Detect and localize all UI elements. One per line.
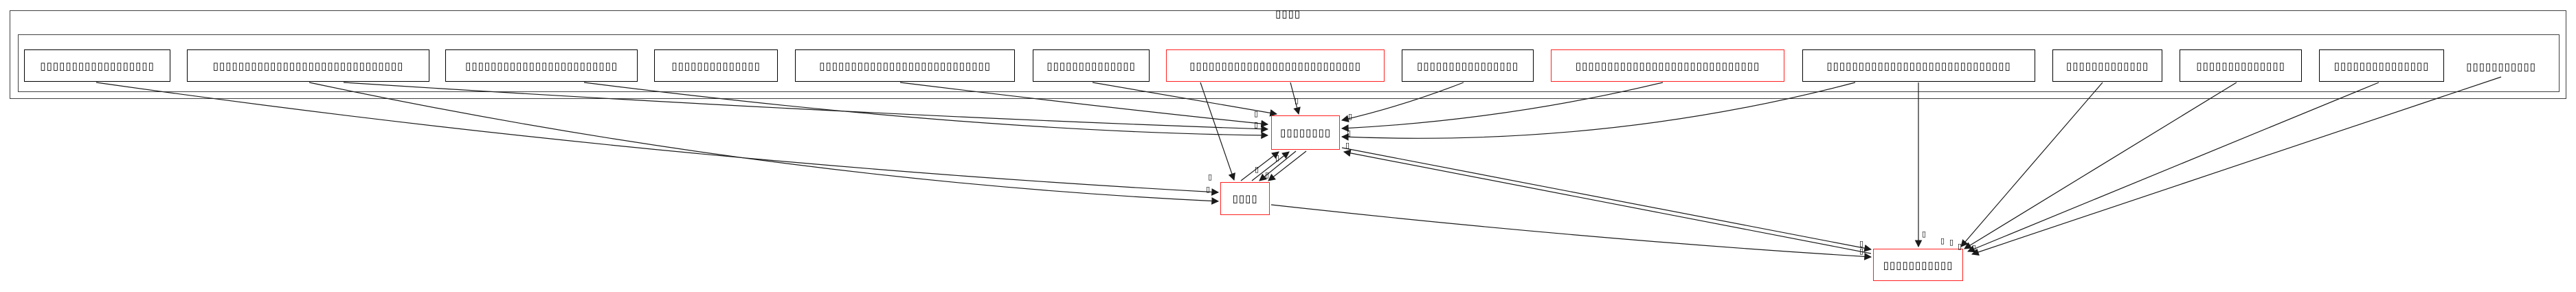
edge-A-to-B: [1259, 150, 1297, 181]
cluster-outer-box: [10, 10, 2566, 99]
edge-A-to-B: [1268, 150, 1307, 181]
edge-label-12: ▯: [1940, 236, 1945, 245]
graph-node-C[interactable]: ▯▯▯▯▯▯▯▯▯▯▯: [1873, 249, 1963, 281]
graph-node-A[interactable]: ▯▯▯▯▯▯▯▯: [1271, 115, 1340, 150]
edge-n12-to-C: [1964, 82, 2237, 249]
edge-label-11: ▯: [1922, 229, 1927, 238]
edge-n14-to-C: [1971, 76, 2502, 256]
graph-node-n11[interactable]: ▯▯▯▯▯▯▯▯▯▯▯▯▯: [2052, 49, 2162, 82]
edge-n2-to-A: [343, 82, 1269, 133]
edge-n5-to-A: [899, 82, 1269, 128]
edge-n3-to-A: [583, 82, 1269, 139]
edge-n1-to-B: [96, 82, 1220, 196]
graph-node-n2[interactable]: ▯▯▯▯▯▯▯▯▯▯▯▯▯▯▯▯▯▯▯▯▯▯▯▯▯▯▯▯▯▯: [187, 49, 429, 82]
edge-n8-to-A: [1341, 82, 1464, 123]
edge-n6-to-A: [1092, 82, 1278, 117]
graph-node-n8[interactable]: ▯▯▯▯▯▯▯▯▯▯▯▯▯▯▯▯: [1402, 49, 1534, 82]
graph-node-B[interactable]: ▯▯▯▯: [1220, 182, 1270, 215]
edge-label-17: ▯: [1859, 247, 1864, 256]
graph-node-n4[interactable]: ▯▯▯▯▯▯▯▯▯▯▯▯▯▯: [654, 49, 778, 82]
edge-label-14: ▯: [1958, 242, 1962, 251]
edge-label-10: ▯: [1206, 185, 1211, 194]
graph-node-n3[interactable]: ▯▯▯▯▯▯▯▯▯▯▯▯▯▯▯▯▯▯▯▯▯▯▯▯: [445, 49, 638, 82]
edge-label-6: ▯: [1275, 153, 1280, 162]
cluster-title: ▯▯▯▯: [1275, 8, 1301, 20]
edge-label-0: ▯: [1295, 96, 1299, 105]
cluster-inner-box: [18, 34, 2560, 92]
edge-label-7: ▯: [1255, 165, 1259, 174]
graph-node-n7[interactable]: ▯▯▯▯▯▯▯▯▯▯▯▯▯▯▯▯▯▯▯▯▯▯▯▯▯▯▯: [1166, 49, 1385, 82]
graph-node-n14[interactable]: ▯▯▯▯▯▯▯▯▯▯▯: [2466, 60, 2536, 73]
edge-n7-to-B: [1200, 82, 1235, 181]
graph-node-n9[interactable]: ▯▯▯▯▯▯▯▯▯▯▯▯▯▯▯▯▯▯▯▯▯▯▯▯▯▯▯▯▯: [1551, 49, 1784, 82]
graph-node-n5[interactable]: ▯▯▯▯▯▯▯▯▯▯▯▯▯▯▯▯▯▯▯▯▯▯▯▯▯▯▯: [795, 49, 1015, 82]
edge-A-to-C: [1341, 147, 1872, 252]
edge-label-16: ▯: [1859, 239, 1864, 248]
graph-node-n12[interactable]: ▯▯▯▯▯▯▯▯▯▯▯▯▯▯: [2180, 49, 2302, 82]
edge-label-8: ▯: [1265, 170, 1270, 179]
edge-B-to-A: [1251, 151, 1290, 181]
edge-n13-to-C: [1967, 82, 2379, 253]
graph-node-n1[interactable]: ▯▯▯▯▯▯▯▯▯▯▯▯▯▯▯▯▯▯: [24, 49, 170, 82]
edge-B-to-C: [1270, 204, 1872, 260]
edge-label-4: ▯: [1347, 128, 1352, 137]
edge-n11-to-C: [1960, 82, 2103, 247]
edge-label-3: ▯: [1348, 112, 1353, 121]
edge-B-to-A: [1240, 151, 1279, 181]
edge-C-to-A: [1343, 149, 1872, 254]
graph-node-n13[interactable]: ▯▯▯▯▯▯▯▯▯▯▯▯▯▯▯: [2319, 49, 2444, 82]
graph-node-n6[interactable]: ▯▯▯▯▯▯▯▯▯▯▯▯▯▯: [1033, 49, 1150, 82]
edge-label-9: ▯: [1208, 172, 1213, 181]
edge-label-13: ▯: [1949, 238, 1954, 247]
edge-n2-to-B: [309, 82, 1220, 205]
edge-n10-to-A: [1341, 82, 1856, 141]
edge-label-5: ▯: [1345, 141, 1350, 150]
graph-node-n10[interactable]: ▯▯▯▯▯▯▯▯▯▯▯▯▯▯▯▯▯▯▯▯▯▯▯▯▯▯▯▯▯: [1802, 49, 2035, 82]
edge-label-1: ▯: [1254, 109, 1259, 118]
edge-n7-to-A: [1290, 82, 1301, 115]
edge-label-2: ▯: [1254, 120, 1259, 129]
edge-label-15: ▯: [1972, 243, 1977, 252]
edge-n9-to-A: [1341, 82, 1664, 132]
